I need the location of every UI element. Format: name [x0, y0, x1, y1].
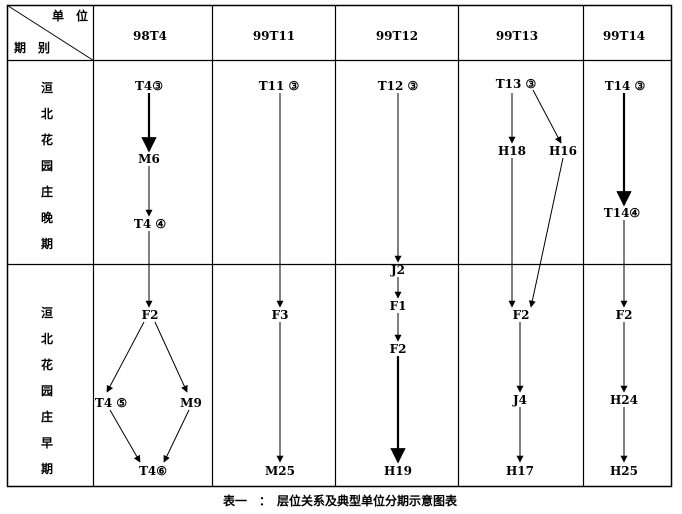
node-h24: H24: [610, 393, 638, 407]
arrow-m9-to-t4-6: [163, 409, 190, 463]
period-early-char: 北: [41, 331, 53, 346]
node-t4-5: T4 ⑤: [95, 396, 127, 410]
unit-nodes: T4③ M6 T4 ④ F2 T4 ⑤ M9 T4⑥ T11 ③ F3 M25 …: [95, 77, 646, 478]
period-late-char: 北: [41, 106, 53, 121]
node-f2-99t13: F2: [513, 308, 530, 322]
node-j2: J2: [390, 263, 405, 277]
period-early-char: 园: [41, 384, 53, 398]
node-t4-4: T4 ④: [134, 217, 166, 231]
node-j4: J4: [512, 393, 527, 407]
column-header-99T14: 99T14: [603, 29, 645, 43]
arrow-h16-to-f2: [528, 157, 564, 308]
node-h18: H18: [498, 144, 526, 158]
node-m9: M9: [180, 396, 202, 410]
relation-arrows: [106, 89, 632, 464]
node-t4-6: T4⑥: [139, 464, 167, 478]
node-h16: H16: [549, 144, 577, 158]
node-f2-99t12: F2: [390, 342, 407, 356]
table-header: 单 位 期 别 98T4 99T11 99T12 99T13 99T14: [14, 8, 645, 55]
period-early-char: 花: [41, 357, 53, 372]
arrow-f2-to-m9: [154, 321, 188, 393]
period-early-char: 早: [41, 436, 53, 450]
period-late-char: 晚: [41, 210, 53, 225]
arrow-t13-3-to-h16: [532, 89, 562, 144]
column-header-99T12: 99T12: [376, 29, 418, 43]
node-f2-98t4: F2: [142, 308, 159, 322]
node-h19: H19: [384, 464, 412, 478]
node-h25: H25: [610, 464, 638, 478]
node-h17: H17: [506, 464, 534, 478]
period-late-char: 庄: [41, 184, 53, 199]
arrow-t4-5-to-t4-6: [109, 409, 141, 463]
period-label-early: 洹 北 花 园 庄 早 期: [41, 305, 53, 476]
node-f2-99t14: F2: [616, 308, 633, 322]
node-m25: M25: [265, 464, 295, 478]
period-early-char: 洹: [41, 305, 53, 320]
node-t11-3: T11 ③: [259, 79, 300, 93]
period-late-char: 期: [41, 236, 53, 251]
column-header-98T4: 98T4: [133, 29, 167, 43]
node-t14-3: T14 ③: [605, 79, 646, 93]
period-late-char: 花: [41, 132, 53, 147]
period-late-char: 洹: [41, 80, 53, 95]
period-early-char: 期: [41, 461, 53, 476]
column-header-99T13: 99T13: [496, 29, 538, 43]
period-late-char: 园: [41, 159, 53, 173]
corner-label-period: 期 别: [14, 40, 50, 55]
column-header-99T11: 99T11: [253, 29, 295, 43]
node-f1: F1: [390, 299, 407, 313]
node-m6: M6: [138, 152, 160, 166]
period-label-late: 洹 北 花 园 庄 晚 期: [41, 80, 53, 251]
node-t13-3: T13 ③: [496, 77, 537, 91]
node-t14-4: T14④: [604, 206, 641, 220]
period-early-char: 庄: [41, 409, 53, 424]
figure-caption: 表一 ： 层位关系及典型单位分期示意图表: [222, 493, 458, 508]
table-grid: [6, 4, 673, 488]
arrow-f2-to-t4-5: [106, 321, 145, 393]
corner-diagonal: [7, 5, 94, 61]
node-t4-3: T4③: [135, 79, 163, 93]
corner-label-unit: 单 位: [52, 8, 88, 23]
node-t12-3: T12 ③: [378, 79, 419, 93]
node-f3: F3: [272, 308, 289, 322]
